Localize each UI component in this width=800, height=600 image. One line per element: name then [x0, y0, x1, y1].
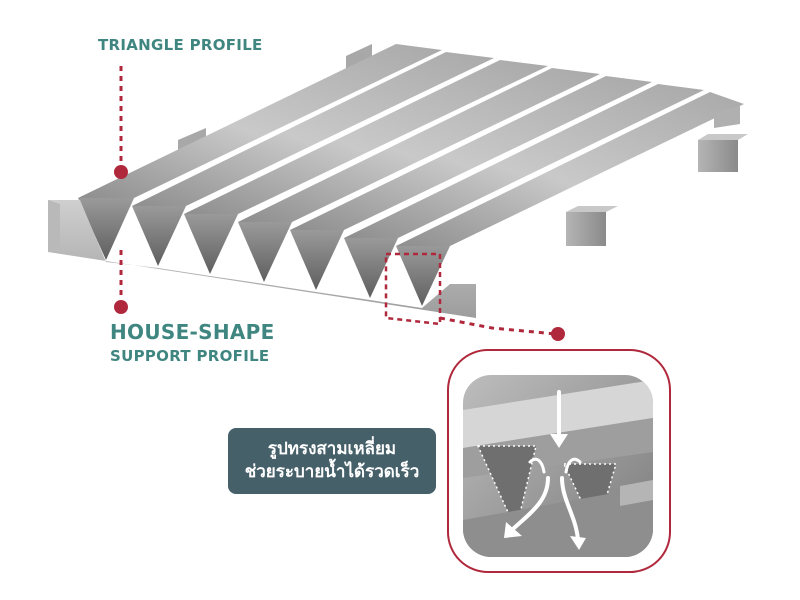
triangle-bars [78, 44, 744, 306]
bar-face-1 [78, 198, 134, 260]
bar-face-4 [238, 222, 292, 282]
callout-line-1: รูปทรงสามเหลี่ยม [267, 439, 397, 459]
bar-face-6 [344, 238, 398, 298]
callout-line-2: ช่วยระบายน้ำได้รวดเร็ว [244, 462, 420, 482]
front-support-rail [48, 200, 476, 318]
side-support-blocks [566, 106, 748, 246]
support-profile-label: SUPPORT PROFILE [110, 347, 270, 365]
inset-left-triangle [478, 446, 536, 530]
bar-top-1 [78, 44, 442, 198]
bar-face-3 [184, 214, 238, 274]
drainage-callout: รูปทรงสามเหลี่ยม ช่วยระบายน้ำได้รวดเร็ว [228, 428, 436, 494]
bar-top-6 [344, 84, 704, 238]
bar-top-2 [132, 52, 494, 206]
house-shape-label: HOUSE-SHAPE [110, 320, 275, 344]
water-flow-arrows [504, 390, 586, 550]
house-shape-marker [114, 250, 128, 314]
bar-top-5 [290, 76, 652, 230]
bar-top-7 [396, 92, 744, 246]
bar-top-3 [184, 60, 548, 214]
triangle-profile-label: TRIANGLE PROFILE [98, 36, 263, 54]
zoom-inset [447, 349, 671, 573]
zoom-highlight [384, 252, 565, 341]
triangle-profile-marker [114, 66, 128, 179]
bar-top-4 [238, 68, 600, 222]
bar-face-2 [132, 206, 186, 266]
bar-face-7 [396, 246, 450, 306]
bar-face-5 [290, 230, 344, 290]
